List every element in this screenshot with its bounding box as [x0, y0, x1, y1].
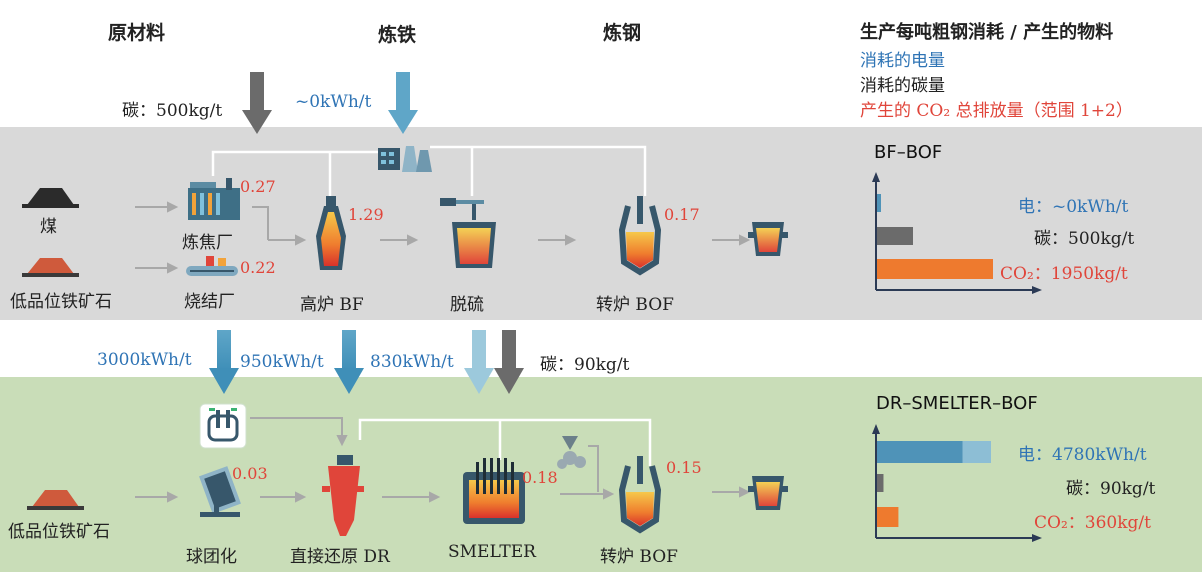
dr-carbon-bar-label: 碳：90kg/t	[1066, 479, 1156, 499]
pelletizing-value: 0.03	[232, 464, 268, 483]
bf-ladle-icon	[748, 222, 788, 256]
ore-pile-dr-icon	[27, 490, 84, 510]
blast-furnace-label: 高炉 BF	[300, 295, 364, 315]
mid-carbon-label: 碳：90kg/t	[540, 355, 630, 375]
bf-carbon-bar-label: 碳：500kg/t	[1034, 229, 1135, 249]
coal-icon	[22, 188, 79, 208]
bf-electricity-bar	[877, 194, 881, 212]
bf-bar-chart-axes	[872, 172, 1042, 294]
coal-label: 煤	[40, 217, 57, 237]
electrolyzer-icon	[199, 403, 247, 449]
dr-power-lines	[358, 418, 652, 466]
power-plant-icon	[378, 146, 432, 172]
dr-bof-icon	[618, 456, 662, 534]
pelletizing-icon	[199, 466, 241, 517]
desulfurization-icon	[440, 198, 496, 268]
bf-route-title: BF–BOF	[874, 142, 943, 163]
direct-reduction-label: 直接还原 DR	[290, 547, 390, 567]
mid-electricity-label-2: 950kWh/t	[240, 352, 324, 372]
gas-cleaning-icon	[557, 436, 586, 469]
coke-oven-icon	[188, 178, 240, 220]
smelter-label: SMELTER	[448, 542, 536, 562]
dr-bar-chart-axes	[872, 424, 1042, 542]
sinter-value: 0.22	[240, 258, 276, 277]
bf-bof-band	[0, 127, 1202, 320]
legend-carbon: 消耗的碳量	[860, 76, 945, 96]
dr-flow-arrows	[135, 417, 751, 503]
bf-carbon-bar	[877, 227, 913, 245]
bf-electricity-bar-label: 电：~0kWh/t	[1018, 197, 1129, 217]
direct-reduction-icon	[322, 455, 364, 536]
dr-ore-label: 低品位铁矿石	[8, 522, 110, 542]
sinter-label: 烧结厂	[184, 292, 235, 312]
bf-bof-label: 转炉 BOF	[596, 295, 674, 315]
header-ironmaking: 炼铁	[378, 24, 417, 46]
smelter-icon	[463, 458, 525, 524]
top-carbon-arrow	[242, 72, 272, 134]
dr-co2-bar-label: CO₂：360kg/t	[1034, 513, 1151, 533]
top-electricity-arrow	[388, 72, 418, 134]
coke-oven-label: 炼焦厂	[182, 233, 233, 253]
desulfurization-label: 脱硫	[450, 295, 484, 315]
dr-carbon-bar	[877, 474, 884, 492]
bf-co2-bar-label: CO₂：1950kg/t	[1000, 264, 1128, 284]
legend-title: 生产每吨粗钢消耗 / 产生的物料	[860, 22, 1114, 43]
mid-carbon-arrow	[494, 330, 524, 394]
ore-pile-bf-icon	[22, 258, 79, 277]
bf-bof-value: 0.17	[664, 205, 700, 224]
bf-bof-icon	[618, 196, 662, 276]
dr-ladle-icon	[748, 476, 788, 510]
bf-bars	[877, 194, 993, 279]
mid-electricity-label-3: 830kWh/t	[370, 352, 454, 372]
header-raw-materials: 原材料	[108, 22, 166, 44]
mid-electricity-label-1: 3000kWh/t	[97, 350, 192, 370]
coke-oven-value: 0.27	[240, 177, 276, 196]
smelter-value: 0.18	[522, 468, 558, 487]
dr-bof-value: 0.15	[666, 458, 702, 477]
legend-co2: 产生的 CO₂ 总排放量（范围 1+2）	[860, 101, 1133, 121]
dr-electricity-bar-label: 电：4780kWh/t	[1018, 445, 1147, 465]
dr-bars	[877, 441, 991, 527]
top-carbon-label: 碳：500kg/t	[122, 101, 223, 121]
pelletizing-label: 球团化	[186, 547, 237, 567]
mid-electricity-arrow-1	[209, 330, 239, 394]
legend-electricity: 消耗的电量	[860, 51, 945, 71]
dr-co2-bar	[877, 507, 899, 527]
dr-route-title: DR–SMELTER–BOF	[876, 393, 1038, 414]
dr-bof-label: 转炉 BOF	[600, 547, 678, 567]
dr-electricity-bar-highlight	[962, 441, 991, 463]
bf-power-lines	[211, 145, 647, 196]
bf-ore-label: 低品位铁矿石	[10, 292, 112, 312]
blast-furnace-icon	[316, 196, 346, 270]
mid-electricity-arrow-2	[334, 330, 364, 394]
bf-flow-arrows	[135, 201, 751, 274]
top-electricity-label: ~0kWh/t	[295, 92, 372, 112]
blast-furnace-value: 1.29	[348, 205, 384, 224]
header-steelmaking: 炼钢	[603, 22, 642, 44]
bf-co2-bar	[877, 259, 993, 279]
mid-electricity-arrow-3	[464, 330, 494, 394]
sinter-icon	[186, 256, 238, 276]
